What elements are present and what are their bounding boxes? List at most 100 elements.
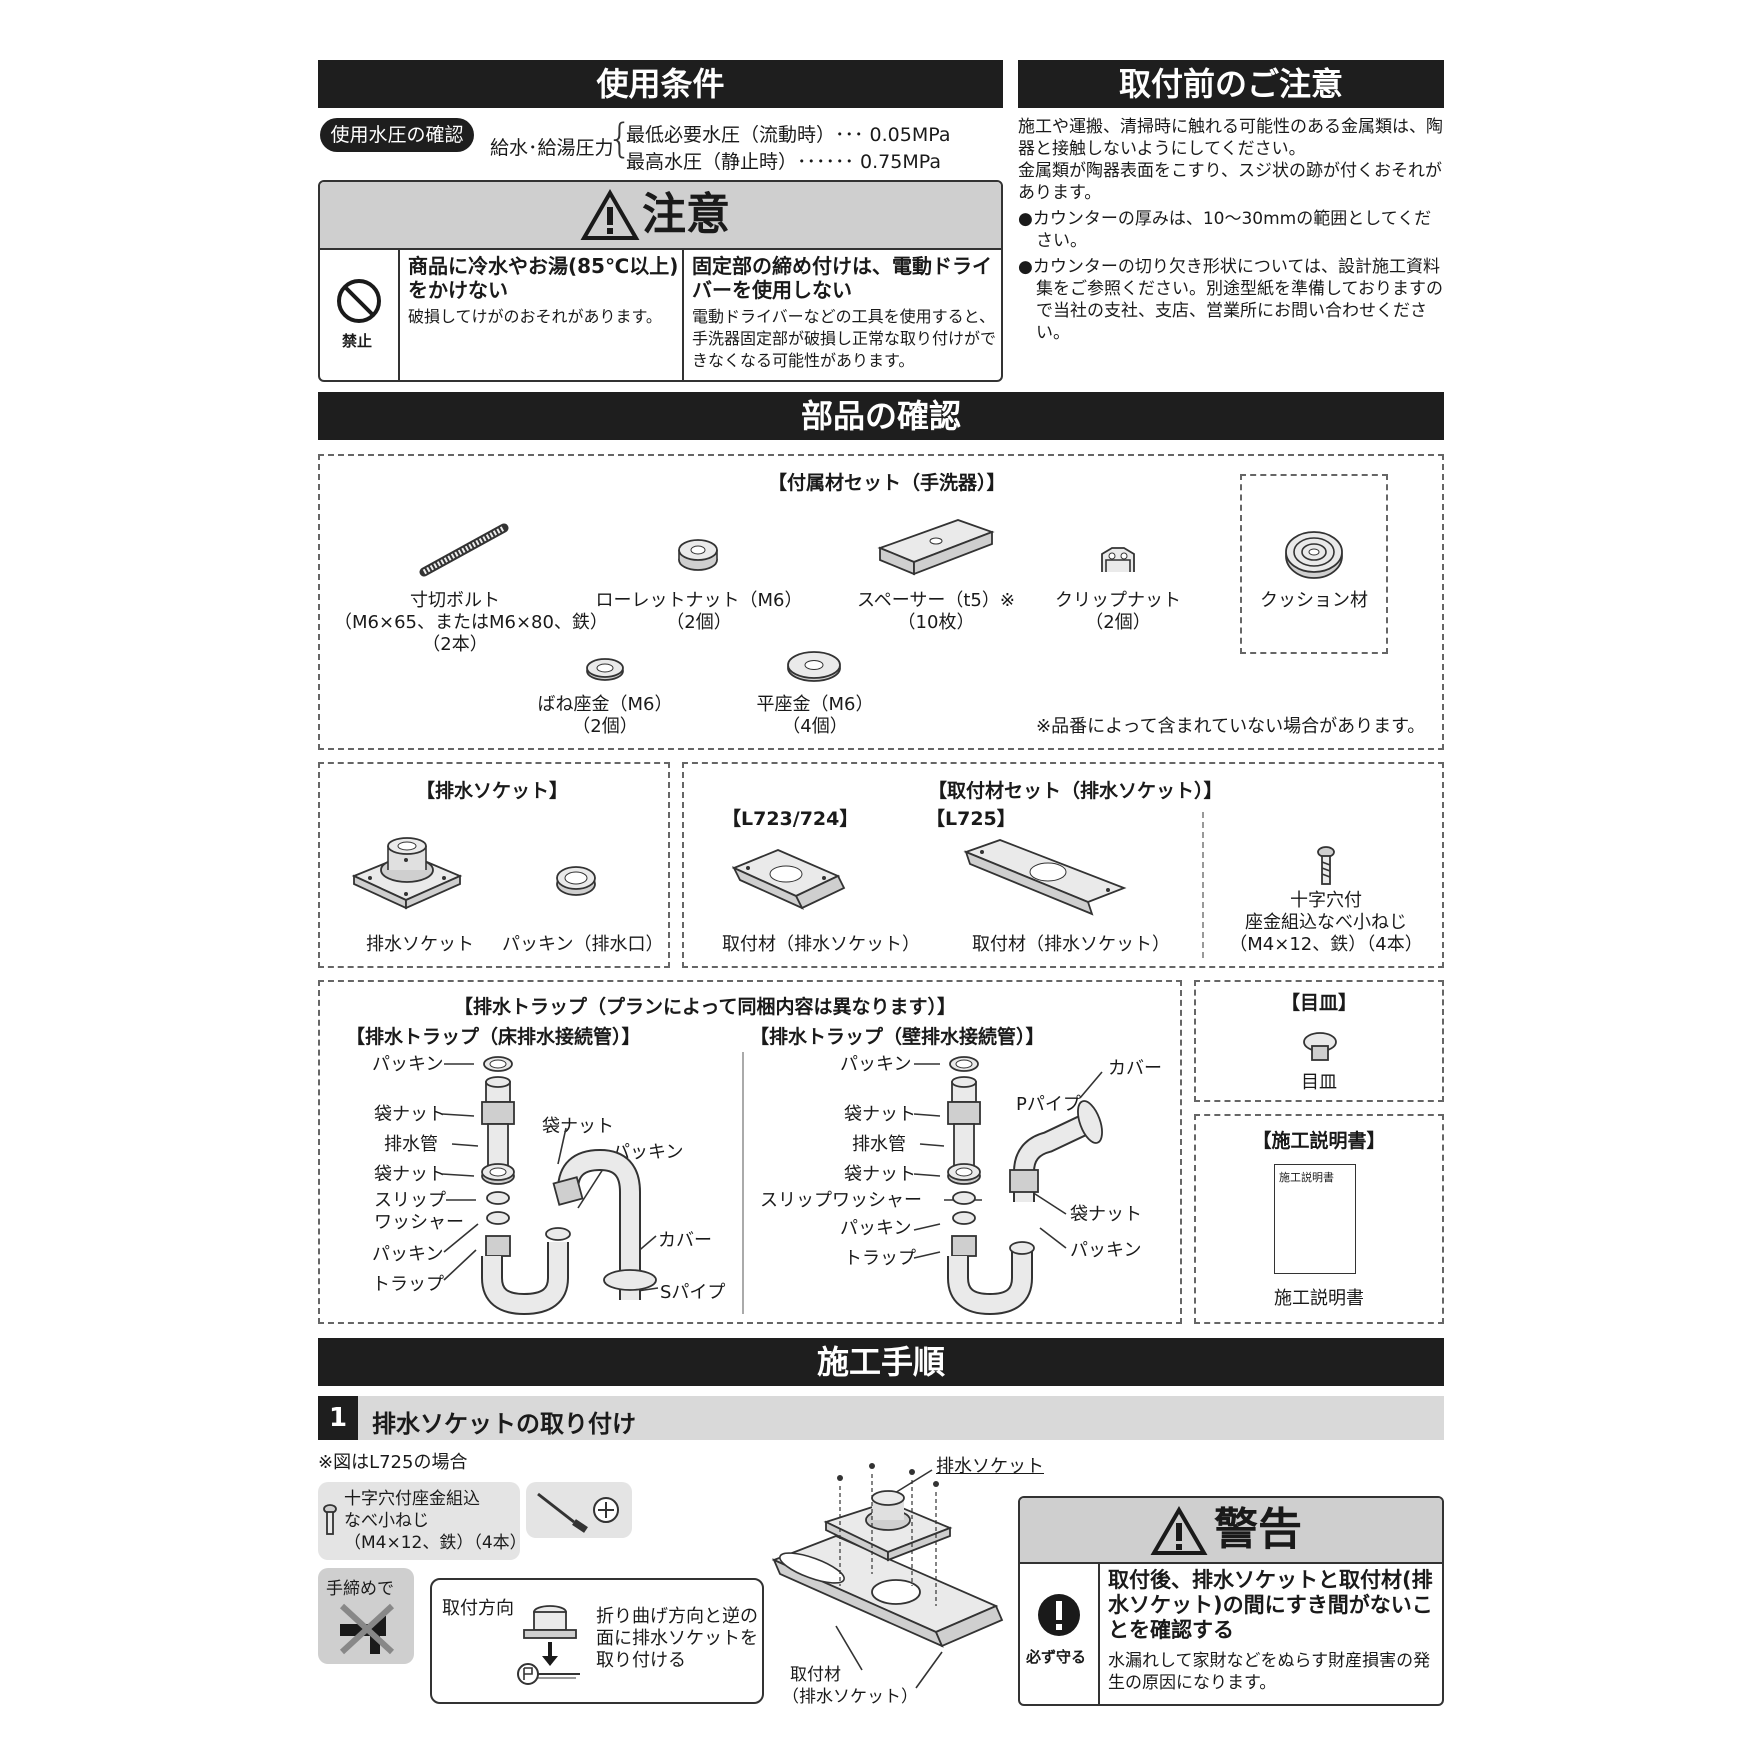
- drain-socket-icon: [351, 837, 463, 910]
- must-follow-icon: [1038, 1594, 1080, 1636]
- warning-header: [1020, 1498, 1442, 1564]
- note-b2: ●カウンターの切り欠き形状については、設計施工資料集をご参照ください。別途型紙を…: [1018, 257, 1443, 343]
- flat-washer-icon: [787, 651, 841, 682]
- section-title: 取付前のご注意: [1118, 65, 1343, 103]
- wall-drainpipe-label: 排水管: [852, 1134, 906, 1155]
- pressure-label: 給水･給湯圧力: [490, 137, 614, 159]
- warning-box: 警告 必ず守る 取付後、排水ソケットと取付材(排水ソケット)の間にすき間がないこ…: [1018, 1496, 1444, 1706]
- note-p2: 金属類が陶器表面をこすり、スジ状の跡が付くおそれがあります。: [1018, 161, 1442, 203]
- floor-packing2-label: パッキン: [372, 1244, 444, 1265]
- divider: [1098, 1562, 1100, 1704]
- mount-l725-title: 【L725】: [926, 808, 1016, 830]
- knurl-name: ローレットナット（M6）: [595, 590, 803, 611]
- knurl-nut-icon: [678, 539, 718, 571]
- pressure-min: 最低必要水圧（流動時）･･･ 0.05MPa: [626, 124, 951, 146]
- floor-packing3-label: パッキン: [612, 1142, 684, 1163]
- trap-wall-title: 【排水トラップ（壁排水接続管）】: [750, 1026, 1045, 1048]
- manual-title: 【施工説明書】: [1252, 1130, 1386, 1152]
- accessories-title: 【付属材セット（手洗器）】: [768, 472, 1006, 494]
- hand-tighten-label: 手締めで: [326, 1579, 394, 1599]
- eyeplate-label: 目皿: [1301, 1072, 1337, 1093]
- floor-packing-label: パッキン: [372, 1054, 444, 1075]
- warning-triangle-icon: [580, 189, 640, 240]
- manual-box: [1194, 1114, 1444, 1324]
- section-title: 使用条件: [596, 65, 725, 103]
- section-usage-conditions: 使用条件: [318, 60, 1003, 108]
- prohibit-label: 禁止: [342, 332, 373, 350]
- floor-cover-label: カバー: [658, 1230, 712, 1251]
- section-title: 施工手順: [816, 1343, 945, 1381]
- eyeplate-title: 【目皿】: [1280, 992, 1357, 1014]
- clip-qty: （2個）: [1085, 612, 1151, 633]
- wall-slipwasher-label: スリップワッシャー: [760, 1190, 922, 1211]
- pressure-badge: 使用水圧の確認: [320, 118, 474, 152]
- direction-text-2: 面に排水ソケットを: [596, 1628, 758, 1649]
- spacer-icon: [877, 519, 995, 576]
- note-p1: 施工や運搬、清掃時に触れる可能性のある金属類は、陶器と接触しないようにしてくださ…: [1018, 117, 1443, 159]
- no-power-tool-icon: [339, 1603, 395, 1655]
- eyeplate-icon: [1303, 1032, 1337, 1061]
- wall-bagnut3-label: 袋ナット: [1070, 1204, 1142, 1225]
- brace: {: [607, 116, 633, 162]
- clip-nut-icon: [1101, 547, 1135, 572]
- note-b1: ●カウンターの厚みは、10〜30mmの範囲としてください。: [1018, 209, 1432, 251]
- flat-name: 平座金（M6）: [756, 694, 874, 715]
- section-title: 部品の確認: [800, 397, 961, 435]
- wall-trap-label: トラップ: [844, 1248, 916, 1269]
- knurl-qty: （2個）: [666, 612, 732, 633]
- mount-l723-label: 取付材（排水ソケット）: [722, 934, 920, 955]
- direction-text-3: 取り付ける: [596, 1650, 686, 1671]
- mount-l725-icon: [963, 839, 1127, 916]
- step1-title: 排水ソケットの取り付け: [372, 1410, 636, 1438]
- screw-label-2: 座金組込なべ小ねじ: [1245, 912, 1407, 933]
- eyeplate-box: [1194, 980, 1444, 1102]
- floor-trap-label: トラップ: [372, 1274, 444, 1295]
- floor-bagnut3-label: 袋ナット: [542, 1116, 614, 1137]
- floor-bagnut2-label: 袋ナット: [374, 1164, 446, 1185]
- accessories-note: ※品番によって含まれていない場合があります。: [1036, 716, 1426, 737]
- divider: [742, 1052, 744, 1314]
- floor-washer-label: ワッシャー: [374, 1212, 464, 1233]
- direction-diagram: [517, 1605, 580, 1685]
- divider: [682, 248, 684, 380]
- divider: [398, 248, 400, 380]
- step1-mount-label-1: 取付材: [790, 1665, 841, 1685]
- warning-body: 水漏れして家財などをぬらす財産損害の発生の原因になります。: [1108, 1651, 1431, 1693]
- clip-name: クリップナット: [1055, 590, 1181, 611]
- wall-packing2-label: パッキン: [840, 1218, 912, 1239]
- trap-title: 【排水トラップ（プランによって同梱内容は異なります）】: [454, 996, 956, 1018]
- mount-l723-title: 【L723/724】: [722, 808, 859, 830]
- spring-qty: （2個）: [572, 716, 638, 737]
- section-before-install: 取付前のご注意: [1018, 60, 1444, 108]
- bolt-name: 寸切ボルト: [410, 590, 500, 611]
- direction-label: 取付方向: [442, 1598, 514, 1619]
- bolt-icon: [419, 523, 509, 577]
- floor-slip-label: スリップ: [374, 1190, 446, 1211]
- screw-icon: [323, 1504, 337, 1535]
- caution-box: 注意 禁止 商品に冷水やお湯(85℃以上)をかけない 破損してけがのおそれがあり…: [318, 180, 1003, 382]
- step1-note: ※図はL725の場合: [318, 1452, 468, 1473]
- drain-packing-icon: [556, 866, 596, 896]
- wall-bagnut2-label: 袋ナット: [844, 1164, 916, 1185]
- cushion-icon: [1285, 531, 1343, 579]
- manual-icon: 施工説明書: [1274, 1164, 1356, 1274]
- screwdriver-icon: [537, 1492, 619, 1533]
- prohibit-icon: [337, 279, 381, 323]
- warning-head: 取付後、排水ソケットと取付材(排水ソケット)の間にすき間がないことを確認する: [1108, 1568, 1433, 1642]
- spacer-name: スペーサー（t5）※: [857, 590, 1015, 611]
- manual-doc-title: 施工説明書: [1279, 1171, 1334, 1184]
- screw-icon: [1317, 846, 1335, 885]
- wall-trap-diagram: [913, 1056, 1103, 1316]
- step1-mount-label-2: （排水ソケット）: [782, 1687, 918, 1707]
- floor-trap-diagram: [441, 1056, 659, 1316]
- mount-l723-icon: [731, 849, 846, 910]
- manual-label: 施工説明書: [1274, 1288, 1364, 1309]
- flat-qty: （4個）: [782, 716, 848, 737]
- caution-col2-head: 固定部の締め付けは、電動ドライバーを使用しない: [692, 254, 992, 302]
- warning-title: 警告: [1214, 1504, 1302, 1555]
- step1-bar: [318, 1396, 1444, 1440]
- step1-screw3: （M4×12、鉄）（4本）: [344, 1533, 527, 1553]
- drain-socket-box: [318, 762, 670, 968]
- mount-set-box: [682, 762, 1444, 968]
- hand-tighten-callout: [318, 1568, 414, 1664]
